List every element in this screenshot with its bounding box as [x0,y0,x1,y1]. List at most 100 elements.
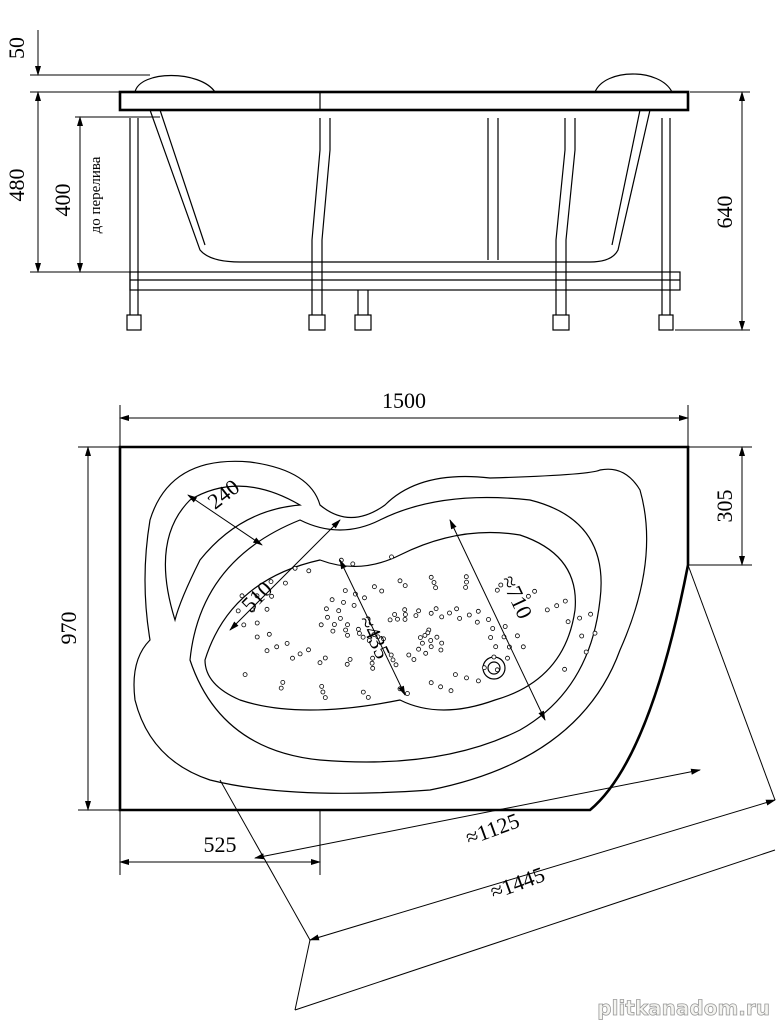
jet-dot [322,695,328,700]
jet-dot [491,654,497,660]
jet-dot [416,608,422,614]
jet-dot [323,606,329,612]
seat-left [164,485,302,623]
jet-dot [235,608,241,614]
jet-dot [592,630,598,636]
jet-dot [452,672,458,677]
jet-dot [404,691,410,696]
dim-diag-inner-label: ≈1125 [462,808,522,850]
jet-dot [284,641,290,646]
jet-dot [331,622,337,627]
jet-dot [402,612,408,617]
watermark: plitkanadom.ru [597,996,770,1020]
jet-dot [371,584,377,590]
jet-dot [448,688,454,694]
jet-dot [264,606,270,612]
jet-dot [494,587,500,593]
jet-dot [520,644,526,650]
jet-dot [428,644,434,650]
jet-dot [562,666,567,672]
jet-dot [428,574,434,580]
side-view: 50 480 400 до перелива 640 [4,30,750,331]
jet-dot [413,613,419,618]
jet-dot [457,616,463,621]
jet-dot [306,568,312,574]
jet-dot [402,583,408,588]
jet-dot [345,632,350,638]
jet-dot [343,627,349,633]
jet-dot [434,634,440,640]
jet-dot [463,585,469,590]
jet-dot [439,640,445,646]
jet-dot [423,650,429,656]
jet-dot [322,655,328,661]
jet-dot [406,652,412,658]
tub-body [149,109,651,263]
jet-dot [268,579,274,584]
frame-legs [126,118,674,331]
jet-dot [345,622,350,628]
jet-dot [241,622,247,628]
jet-dot [392,612,398,617]
jet-dot [342,588,348,593]
jet-dot [317,660,323,666]
tub-rim-inner [133,460,648,794]
jet-dot [242,672,248,677]
jet-dot [419,640,425,646]
jet-dot [336,608,342,614]
hydromassage-jets [235,554,598,700]
jet-dot [493,644,499,650]
dim-width-label: 970 [56,612,81,645]
jet-dot [347,657,353,662]
jet-dot [341,600,346,605]
dim-corner-label: 305 [712,490,737,523]
overflow-note: до перелива [88,156,104,233]
dim-length-label: 1500 [382,388,426,413]
jet-dot [254,620,260,626]
dim-inner-length-label: ≈710 [496,571,538,622]
headrest-right [594,73,673,93]
jet-dot [274,644,280,650]
jet-dot [428,680,434,686]
jet-dot [515,633,520,639]
tub-rim [118,90,690,112]
dim-overflow-label: 400 [50,184,75,217]
jet-dot [454,606,460,612]
jet-dot [438,647,444,653]
dim-diag-outer-label: ≈1445 [487,862,548,905]
jet-dot [486,617,491,622]
jet-dot [390,657,396,663]
jet-dot [488,635,494,640]
jet-dot [280,680,286,685]
jet-dot [433,585,439,591]
jet-dot [402,607,408,613]
jet-dot [306,647,311,653]
jet-dot [428,638,434,643]
jet-dot [402,617,408,622]
jet-dot [325,614,330,620]
jet-dot [266,631,272,637]
jet-dot [422,633,428,638]
jet-dot [344,661,350,667]
headrest-left [134,75,216,93]
jet-dot [330,628,336,634]
jet-dot [360,689,366,695]
jet-dot [490,626,496,631]
jet-dot [395,616,400,622]
jet-dot [433,606,439,612]
jet-dot [494,667,500,673]
jet-dot [282,580,288,586]
jet-dot [397,578,403,584]
jet-dot [350,561,356,567]
tub-basin-outer [189,496,602,763]
jet-dot [290,655,295,661]
top-view: 1500 970 305 240 510 ≈710 ≈435 525 ≈1125… [56,388,776,1011]
jet-dot [464,579,469,585]
jet-dot [370,665,376,671]
jet-dot [474,619,480,625]
frame-base [129,271,681,291]
jet-dot [439,614,445,620]
jet-dot [579,633,585,639]
jet-dot [428,610,434,616]
